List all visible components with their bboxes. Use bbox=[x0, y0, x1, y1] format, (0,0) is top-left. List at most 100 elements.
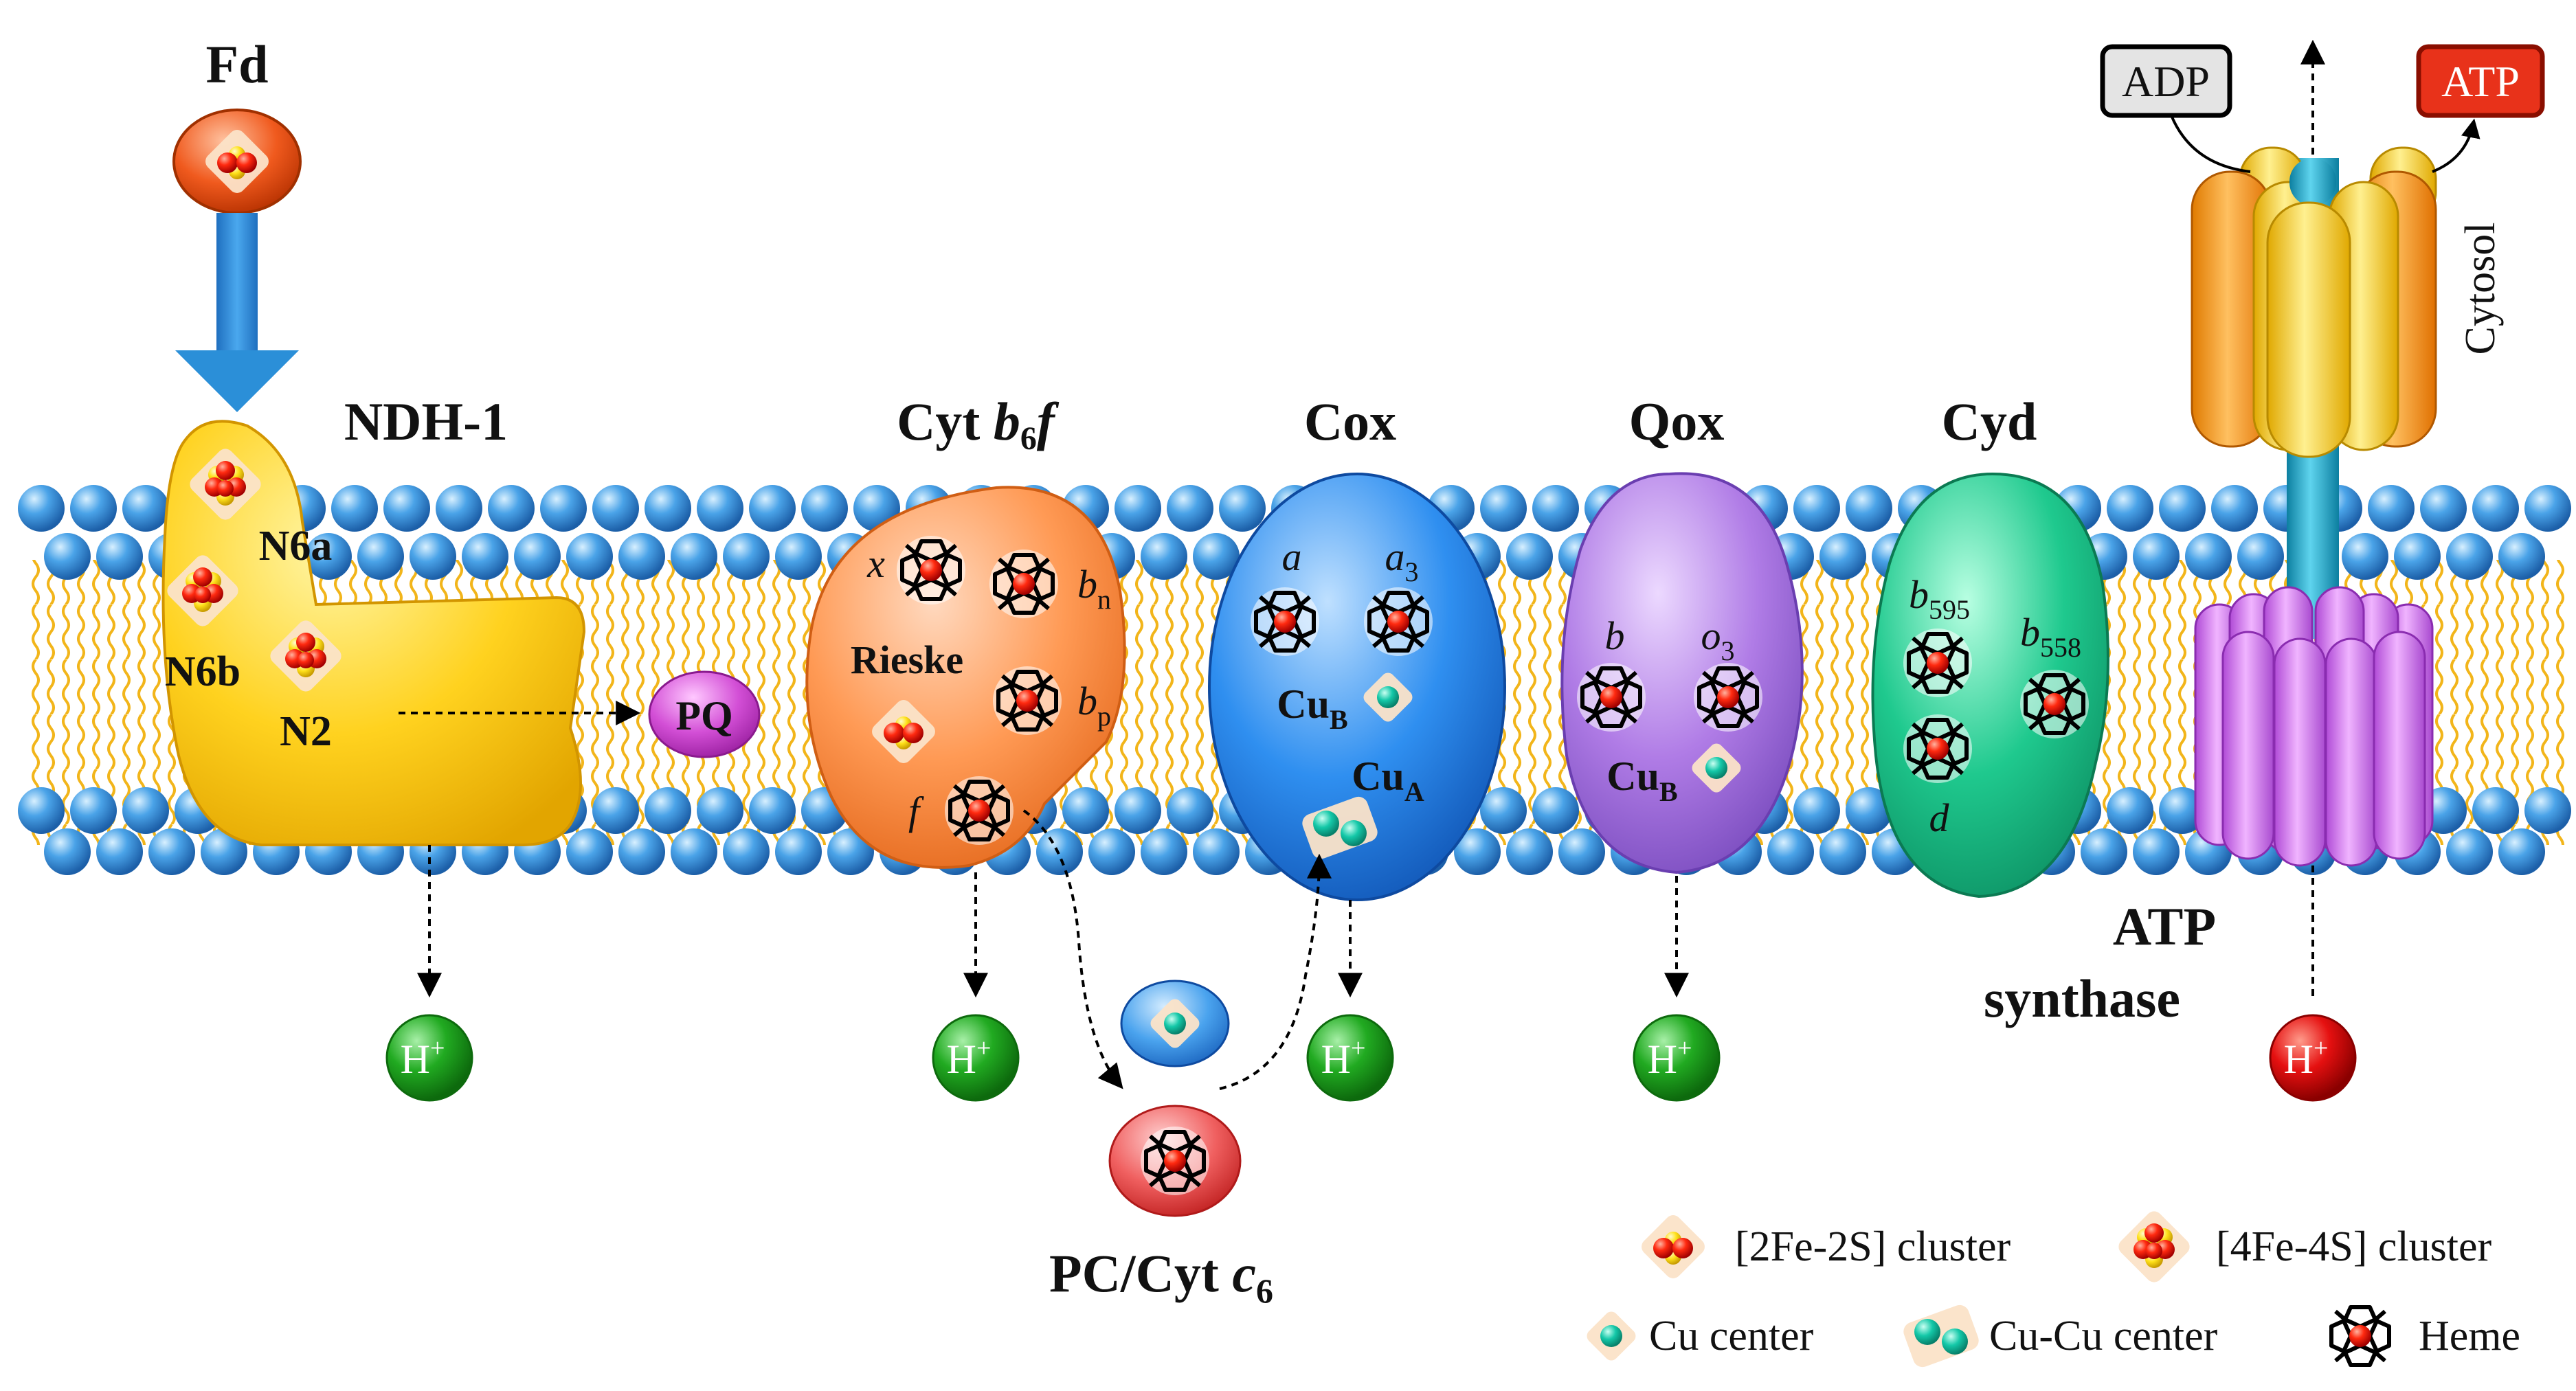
heme-a-label: a bbox=[1282, 534, 1302, 579]
lipid-head bbox=[592, 787, 639, 834]
qox-proton: H+ bbox=[1633, 876, 1721, 1102]
lipid-head bbox=[1062, 787, 1109, 834]
cytosol-label: Cytosol bbox=[2457, 223, 2504, 355]
cyd-label: Cyd bbox=[1942, 392, 2037, 451]
lipid-head bbox=[1115, 787, 1161, 834]
heme-b-label: b bbox=[1605, 613, 1625, 658]
atp-synthase-proton: H+ bbox=[2269, 1014, 2357, 1102]
cox-cub-label: CuB bbox=[1277, 681, 1347, 735]
lipid-head bbox=[305, 533, 352, 580]
lipid-head bbox=[645, 787, 691, 834]
lipid-head bbox=[2237, 533, 2284, 580]
lipid-head bbox=[2159, 787, 2206, 834]
n6b-label: N6b bbox=[165, 648, 240, 695]
soluble-carriers: PC/Cyt c6 bbox=[1049, 853, 1332, 1310]
lipid-head bbox=[2159, 485, 2206, 532]
heme-bp-label: bp bbox=[1077, 679, 1111, 732]
cox-label: Cox bbox=[1304, 392, 1396, 451]
lipid-head bbox=[1454, 828, 1501, 875]
lipid-head bbox=[671, 533, 717, 580]
lipid-head bbox=[410, 533, 456, 580]
lipid-head bbox=[1767, 828, 1814, 875]
lipid-head bbox=[618, 828, 665, 875]
lipid-head bbox=[749, 485, 796, 532]
b6f-heme-x bbox=[897, 536, 965, 604]
lipid-head bbox=[2472, 485, 2519, 532]
lipid-head bbox=[1167, 787, 1213, 834]
lipid-head bbox=[1793, 787, 1840, 834]
lipid-head bbox=[697, 485, 743, 532]
heme-x-label: x bbox=[866, 541, 885, 586]
svg-text:H+: H+ bbox=[2284, 1034, 2329, 1082]
lipid-head bbox=[801, 485, 848, 532]
b6f-heme-f bbox=[945, 776, 1013, 845]
legend-4fe4s-symbol bbox=[2115, 1208, 2193, 1286]
lipid-head bbox=[566, 828, 613, 875]
ndh1-protein bbox=[161, 420, 586, 846]
lipid-head bbox=[2107, 485, 2153, 532]
lipid-head bbox=[540, 485, 587, 532]
ndh1-label: NDH-1 bbox=[344, 392, 508, 451]
lipid-head bbox=[592, 485, 639, 532]
atp-synthase: Cytosol ADP ATP ATP synthase bbox=[1984, 39, 2545, 1028]
lipid-head bbox=[1115, 485, 1161, 532]
fd-arrow-shaft bbox=[216, 213, 258, 357]
lipid-head bbox=[1480, 485, 1527, 532]
rieske-label: Rieske bbox=[851, 637, 963, 682]
lipid-head bbox=[2107, 787, 2153, 834]
proton-outputs: H+ H+ H+ H+ H+ bbox=[385, 845, 2357, 1102]
lipid-head bbox=[1558, 828, 1605, 875]
lipid-head bbox=[2524, 485, 2571, 532]
b6f-heme-bp bbox=[993, 666, 1062, 735]
lipid-head bbox=[697, 787, 743, 834]
b6f-to-pc-arrow bbox=[1022, 809, 1123, 1089]
lipid-head bbox=[2472, 787, 2519, 834]
heme-b595-label: b595 bbox=[1909, 572, 1970, 625]
lipid-head bbox=[1219, 485, 1266, 532]
adp-in-line bbox=[2170, 115, 2251, 173]
lipid-head bbox=[1506, 828, 1553, 875]
lipid-head bbox=[2211, 485, 2258, 532]
b6f-proton: H+ bbox=[932, 872, 1020, 1102]
lipid-head bbox=[1819, 533, 1866, 580]
legend-cu-label: Cu center bbox=[1649, 1313, 1814, 1359]
adp-box bbox=[2100, 44, 2232, 118]
lipid-head bbox=[383, 485, 430, 532]
fd-label: Fd bbox=[205, 34, 268, 94]
legend-cucu-label: Cu-Cu center bbox=[1989, 1313, 2218, 1359]
plastoquinone: PQ bbox=[648, 670, 761, 758]
ndh1-complex: NDH-1 N6a N6b N2 bbox=[161, 392, 641, 846]
lipid-head bbox=[148, 828, 195, 875]
svg-text:H+: H+ bbox=[947, 1034, 992, 1082]
cox-cua-label: CuA bbox=[1352, 754, 1424, 807]
b6f-heme-bn bbox=[989, 550, 1058, 618]
qox-cub-label: CuB bbox=[1606, 754, 1677, 807]
heme-bn-label: bn bbox=[1077, 562, 1111, 615]
legend: [2Fe-2S] cluster [4Fe-4S] cluster Cu cen… bbox=[1584, 1208, 2520, 1370]
heme-a3-label: a3 bbox=[1385, 534, 1419, 587]
pc-cyt-c6-label: PC/Cyt c6 bbox=[1049, 1243, 1273, 1310]
legend-cucu-symbol bbox=[1901, 1302, 1982, 1370]
lipid-head bbox=[775, 828, 822, 875]
lipid-head bbox=[122, 485, 169, 532]
heme-b558-label: b558 bbox=[2020, 610, 2081, 663]
lipid-head bbox=[1193, 533, 1240, 580]
qox-heme-o3 bbox=[1694, 663, 1762, 732]
lipid-head bbox=[18, 485, 65, 532]
lipid-head bbox=[1036, 828, 1083, 875]
lipid-head bbox=[1141, 533, 1187, 580]
ndh1-proton: H+ bbox=[385, 845, 473, 1102]
cox-protein bbox=[1208, 473, 1506, 901]
lipid-head bbox=[462, 533, 508, 580]
lipid-head bbox=[357, 533, 404, 580]
lipid-head bbox=[514, 533, 561, 580]
atp-synthase-label-line1: ATP bbox=[2113, 896, 2216, 956]
svg-text:H+: H+ bbox=[401, 1034, 445, 1082]
lipid-head bbox=[749, 787, 796, 834]
lipid-head bbox=[566, 533, 613, 580]
lipid-head bbox=[1532, 485, 1579, 532]
lipid-head bbox=[2446, 828, 2493, 875]
lipid-head bbox=[618, 533, 665, 580]
legend-2fe2s-label: [2Fe-2S] cluster bbox=[1735, 1223, 2011, 1270]
qox-label: Qox bbox=[1629, 392, 1725, 451]
